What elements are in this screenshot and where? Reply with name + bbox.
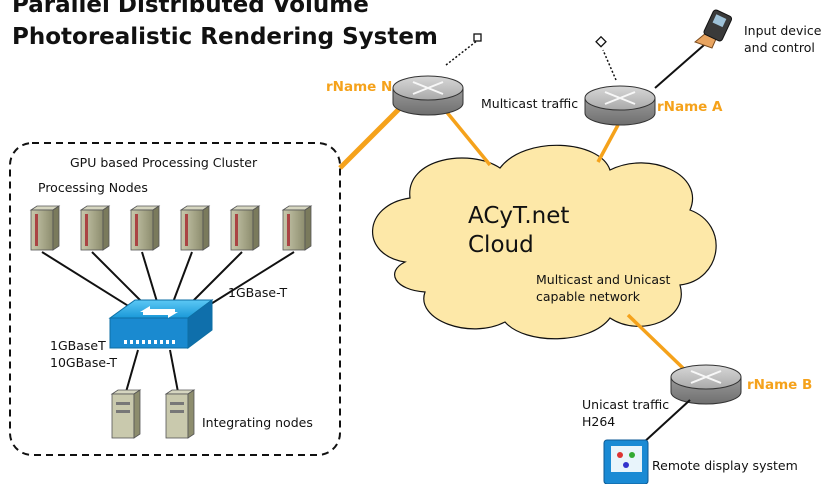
cloud-title: ACyT.net Cloud	[468, 202, 569, 261]
cloud-title-line-2: Cloud	[468, 232, 534, 259]
remote-display-icon	[603, 439, 649, 484]
server-icon	[281, 205, 313, 251]
server-icon	[179, 205, 211, 251]
link-speed-mixed-label-2: 10GBase-T	[50, 355, 118, 370]
router-n-icon	[392, 75, 464, 116]
server-icon	[29, 205, 61, 251]
network-switch-icon	[108, 299, 214, 349]
server-icon	[129, 205, 161, 251]
link-speed-mixed-label-1: 1GBaseT	[50, 338, 106, 353]
unicast-traffic-label: Unicast traffic	[582, 397, 670, 412]
router-a-icon	[584, 85, 656, 126]
cloud-caption-line-1: Multicast and Unicast	[536, 272, 671, 287]
router-a-label: rName A	[657, 99, 723, 115]
input-device-label-2: and control	[744, 40, 815, 55]
server-icon	[164, 389, 196, 439]
link-router-a-to-cloud	[596, 124, 620, 163]
cloud-caption-line-2: capable network	[536, 289, 640, 304]
processing-nodes	[29, 205, 313, 251]
server-icon	[229, 205, 261, 251]
integrating-nodes-label: Integrating nodes	[202, 415, 313, 430]
cluster-title: GPU based Processing Cluster	[70, 155, 258, 170]
router-n-label: rName N	[326, 79, 393, 95]
diagram-title-line-2: Photorealistic Rendering System	[12, 24, 438, 50]
integrating-nodes	[110, 389, 196, 439]
cluster-links	[41, 251, 295, 393]
router-b-label: rName B	[747, 377, 813, 393]
link-router-n-to-cloud	[443, 108, 492, 167]
link-speed-1g-label: 1GBase-T	[228, 285, 288, 300]
diagram-title-line-1: Parallel Distributed Volume	[12, 0, 369, 18]
link-router-a-to-input-device	[654, 37, 713, 89]
server-icon	[110, 389, 142, 439]
remote-display-label: Remote display system	[652, 458, 798, 473]
link-cloud-to-router-b	[626, 313, 687, 372]
router-b-icon	[670, 364, 742, 405]
multicast-traffic-label: Multicast traffic	[481, 96, 579, 111]
input-device-icon	[693, 9, 733, 49]
network-cloud	[372, 144, 717, 340]
cloud-title-line-1: ACyT.net	[468, 203, 570, 229]
wireless-indicators	[445, 33, 617, 81]
antenna-icon-n	[473, 33, 482, 42]
processing-nodes-label: Processing Nodes	[38, 180, 148, 195]
link-cluster-to-router-n	[338, 106, 402, 170]
server-icon	[79, 205, 111, 251]
input-device-label-1: Input device	[744, 23, 822, 38]
antenna-icon-a	[595, 35, 607, 48]
h264-label: H264	[582, 414, 616, 429]
backbone-links	[338, 106, 687, 372]
